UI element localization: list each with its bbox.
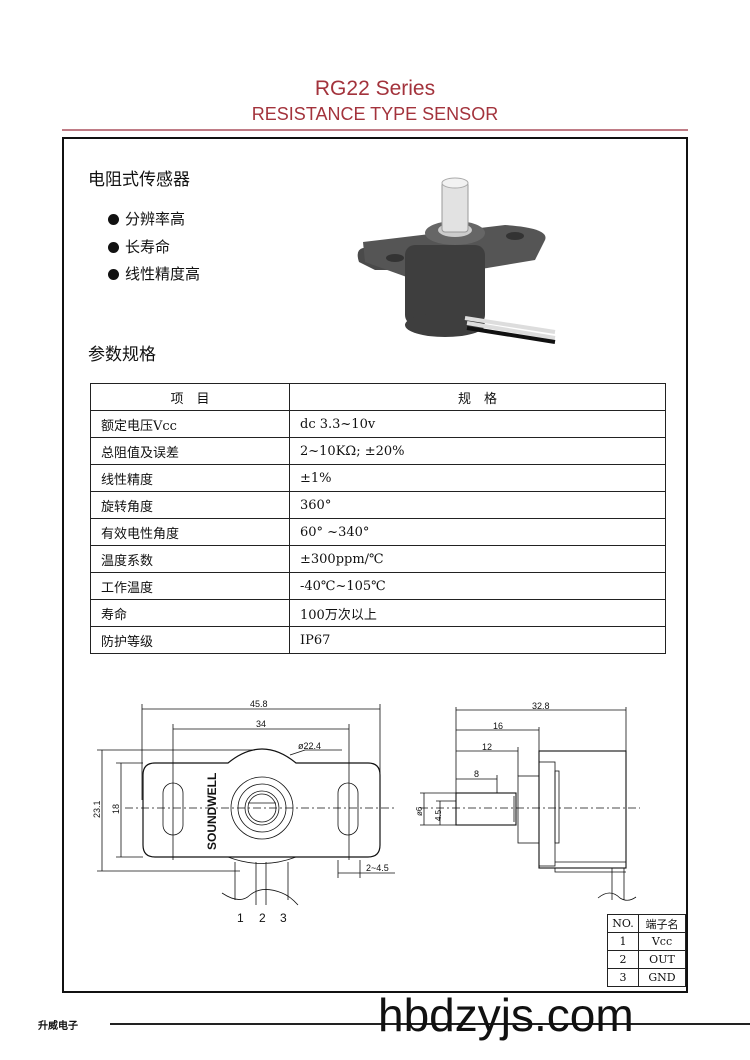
bullet-icon bbox=[108, 269, 119, 280]
footer-rule bbox=[110, 1023, 750, 1025]
bullet-icon bbox=[108, 242, 119, 253]
feature-item: 长寿命 bbox=[108, 236, 170, 257]
watermark: hbdzyjs.com bbox=[378, 989, 634, 1041]
series-subtitle: RESISTANCE TYPE SENSOR bbox=[251, 104, 499, 124]
content-frame bbox=[62, 137, 688, 993]
series-title: RG22 Series bbox=[314, 77, 436, 100]
product-photo bbox=[357, 177, 556, 344]
pin-label: 2 bbox=[259, 911, 266, 925]
header-rule bbox=[62, 129, 688, 131]
table-row: 工作温度-40℃~105℃ bbox=[90, 572, 666, 600]
dim-height: 23.1 bbox=[92, 800, 102, 818]
dim-side-overall: 32.8 bbox=[532, 701, 550, 711]
feature-item: 分辨率高 bbox=[108, 208, 185, 229]
dim-overall: 45.8 bbox=[250, 699, 268, 709]
footer-company: 升威电子 bbox=[38, 1021, 78, 1032]
table-row: 线性精度±1% bbox=[90, 464, 666, 492]
bullet-icon bbox=[108, 214, 119, 225]
specs-heading: 参数规格 bbox=[88, 345, 156, 365]
dim-slot: 2~4.5 bbox=[366, 863, 389, 873]
front-view: 45.8 34 ø22.4 2~4.5 23.1 18 SOUNDWELL 1 … bbox=[92, 699, 395, 925]
dim-body: 18 bbox=[111, 804, 121, 814]
brand-logo: SOUNDWELL bbox=[205, 773, 219, 850]
dim-shaft-flat: 4.5 bbox=[434, 809, 443, 821]
dim-shaft-dia: ø6 bbox=[415, 806, 424, 816]
intro-heading: 电阻式传感器 bbox=[88, 170, 190, 190]
pin-label: 3 bbox=[280, 911, 287, 925]
feature-item: 线性精度高 bbox=[108, 263, 200, 284]
pin-label: 1 bbox=[237, 911, 244, 925]
dim-side-8: 8 bbox=[474, 769, 479, 779]
dim-diameter: ø22.4 bbox=[298, 741, 321, 751]
side-view: 32.8 16 12 8 ø6 4.5 bbox=[415, 701, 640, 901]
dim-holes: 34 bbox=[256, 719, 266, 729]
dim-side-12: 12 bbox=[482, 742, 492, 752]
table-row: 温度系数±300ppm/℃ bbox=[90, 545, 666, 573]
table-header: 项 目规 格 bbox=[90, 383, 666, 411]
dim-side-16: 16 bbox=[493, 721, 503, 731]
table-header: NO.端子名 bbox=[607, 914, 686, 933]
